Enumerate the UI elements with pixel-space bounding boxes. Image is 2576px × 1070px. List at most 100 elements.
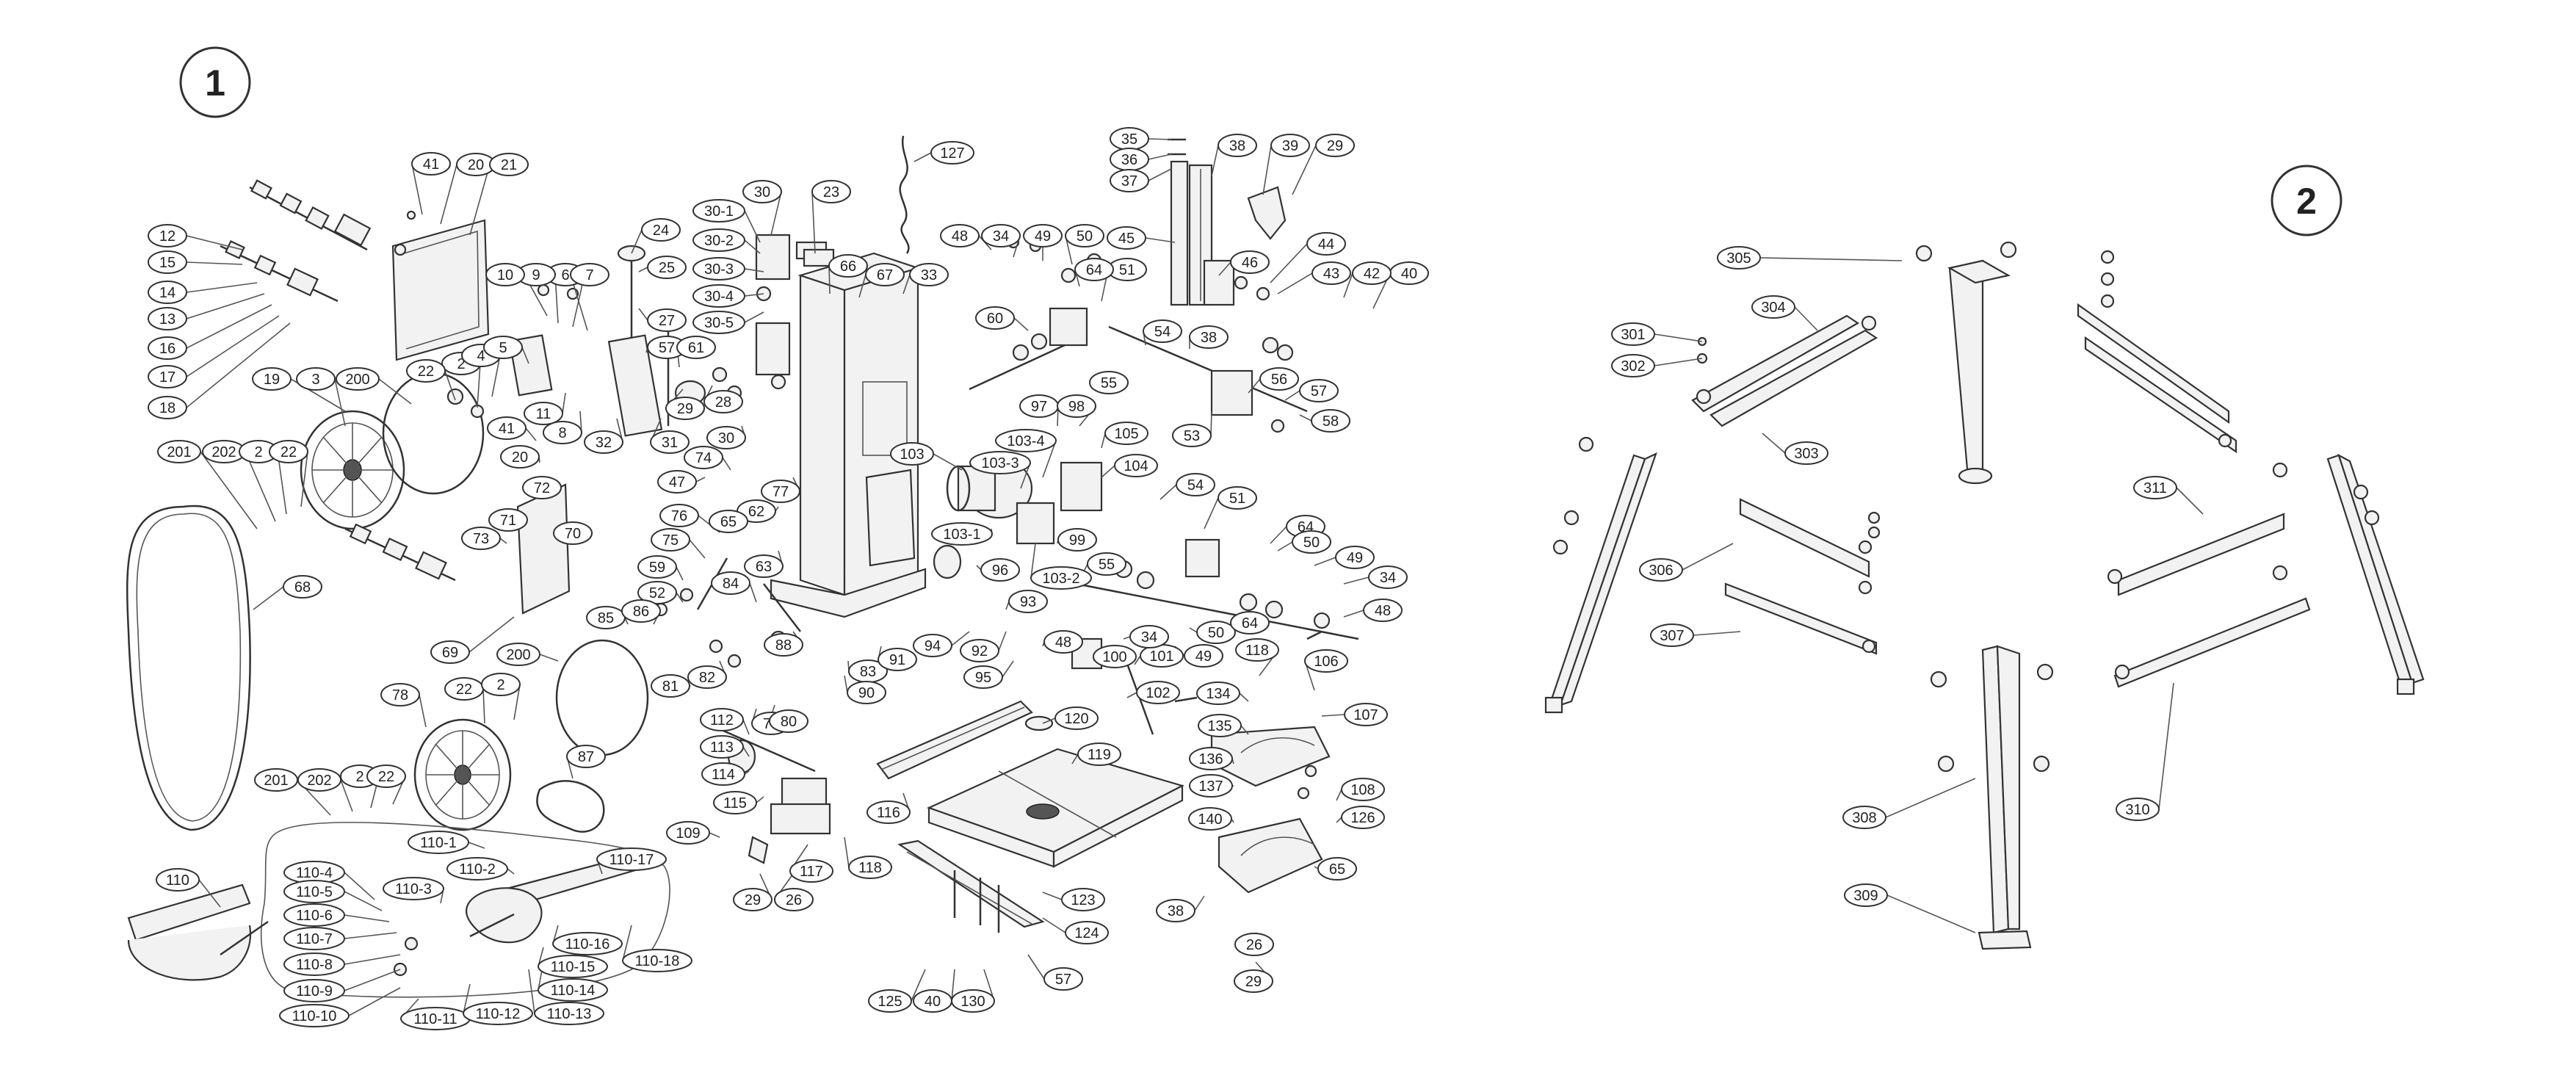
leader-line — [1321, 714, 1345, 717]
part-callout-62: 62 — [737, 499, 776, 523]
callout-bubble — [1189, 774, 1233, 798]
part-number: 110-16 — [565, 936, 610, 952]
part-number: 38 — [1201, 330, 1217, 346]
part-callout-50: 50 — [1065, 224, 1104, 247]
leader-line — [334, 378, 346, 427]
callout-bubble — [380, 683, 420, 706]
leader-line — [709, 832, 720, 838]
part-callout-308: 308 — [1842, 806, 1886, 829]
part-callout-112: 112 — [700, 708, 744, 731]
part-callout-56: 56 — [1259, 367, 1299, 391]
callout-bubble — [647, 256, 687, 279]
section-label: 1 — [205, 62, 225, 104]
part-number: 110-9 — [296, 983, 333, 999]
callout-bubble — [969, 451, 1031, 474]
brush — [536, 780, 605, 833]
leader-line — [1292, 145, 1317, 195]
part-number: 11 — [536, 406, 551, 422]
blade-loop — [126, 505, 251, 831]
leader-line — [1002, 660, 1014, 678]
part-callout-29: 29 — [733, 888, 773, 911]
callout-bubble — [1341, 806, 1385, 829]
part-number: 34 — [1141, 629, 1157, 646]
part-number: 78 — [392, 687, 408, 704]
part-number: 38 — [1168, 903, 1184, 919]
part-callout-18: 18 — [148, 396, 187, 419]
part-callout-107: 107 — [1344, 703, 1388, 726]
part-callout-49: 49 — [1184, 644, 1223, 668]
leader-line — [1277, 541, 1293, 552]
part-number: 6 — [561, 267, 569, 283]
part-callout-110-5: 110-5 — [283, 880, 345, 903]
part-callout-200: 200 — [496, 643, 540, 666]
part-callout-72: 72 — [522, 476, 562, 499]
part-number: 134 — [1206, 686, 1230, 702]
callout-bubble — [1611, 354, 1655, 377]
leader-line — [463, 983, 471, 1014]
callout-bubble — [1311, 261, 1351, 285]
part-number: 309 — [1853, 888, 1878, 904]
part-callout-22: 22 — [366, 764, 406, 788]
callout-bubble — [297, 768, 341, 792]
part-number: 15 — [159, 255, 176, 271]
leader-line — [477, 363, 481, 408]
work-table — [927, 748, 1184, 868]
part-number: 76 — [671, 508, 687, 524]
section-circle — [2271, 165, 2342, 236]
part-number: 305 — [1726, 250, 1751, 267]
part-number: 110-15 — [551, 959, 596, 975]
callout-bubble — [1234, 933, 1274, 956]
callout-bubble — [1189, 325, 1229, 349]
leader-line — [186, 322, 291, 408]
leader-line — [1194, 895, 1205, 911]
part-callout-136: 136 — [1189, 747, 1233, 770]
leader-line — [1693, 631, 1741, 636]
leader-line — [1886, 894, 1976, 933]
part-number: 20 — [468, 157, 484, 173]
part-callout-2: 2 — [481, 673, 521, 696]
part-number: 24 — [653, 223, 669, 239]
part-callout-125: 125 — [868, 989, 912, 1013]
part-number: 3 — [311, 372, 319, 388]
callout-bubble — [1341, 778, 1385, 801]
callout-bubble — [868, 989, 912, 1013]
leader-line — [1270, 243, 1308, 283]
leader-line — [1042, 892, 1063, 900]
part-number: 37 — [1121, 173, 1137, 189]
callout-bubble — [692, 257, 745, 281]
leader-line — [1189, 627, 1198, 633]
part-callout-30-2: 30-2 — [692, 228, 745, 252]
part-callout-43: 43 — [1311, 261, 1351, 285]
part-number: 110-14 — [551, 983, 596, 999]
leader-line — [770, 191, 782, 236]
part-callout-140: 140 — [1188, 807, 1232, 831]
leader-line — [1211, 145, 1219, 177]
callout-bubble — [524, 402, 563, 425]
part-callout-11: 11 — [524, 402, 563, 425]
part-callout-94: 94 — [913, 634, 952, 657]
part-number: 58 — [1323, 413, 1339, 430]
part-callout-95: 95 — [963, 665, 1003, 689]
stand-leg-top-center — [1915, 241, 2017, 485]
part-callout-84: 84 — [711, 571, 750, 595]
callout-bubble — [1230, 611, 1270, 635]
part-number: 29 — [1245, 974, 1262, 990]
part-number: 14 — [159, 285, 176, 301]
part-callout-310: 310 — [2116, 798, 2160, 821]
callout-bubble — [1299, 379, 1339, 402]
callout-bubble — [1235, 638, 1279, 662]
part-number: 30-3 — [704, 261, 734, 278]
leader-line — [1042, 917, 1066, 933]
part-callout-55: 55 — [1087, 552, 1126, 576]
part-callout-15: 15 — [148, 250, 187, 274]
part-callout-30: 30 — [706, 426, 746, 449]
callout-bubble — [156, 868, 200, 892]
part-number: 50 — [1303, 535, 1320, 551]
part-number: 106 — [1314, 654, 1338, 670]
callout-bubble — [2116, 798, 2160, 821]
callout-bubble — [650, 430, 690, 454]
leader-line — [756, 796, 764, 803]
leader-line — [344, 914, 390, 922]
part-callout-30-3: 30-3 — [692, 257, 745, 281]
